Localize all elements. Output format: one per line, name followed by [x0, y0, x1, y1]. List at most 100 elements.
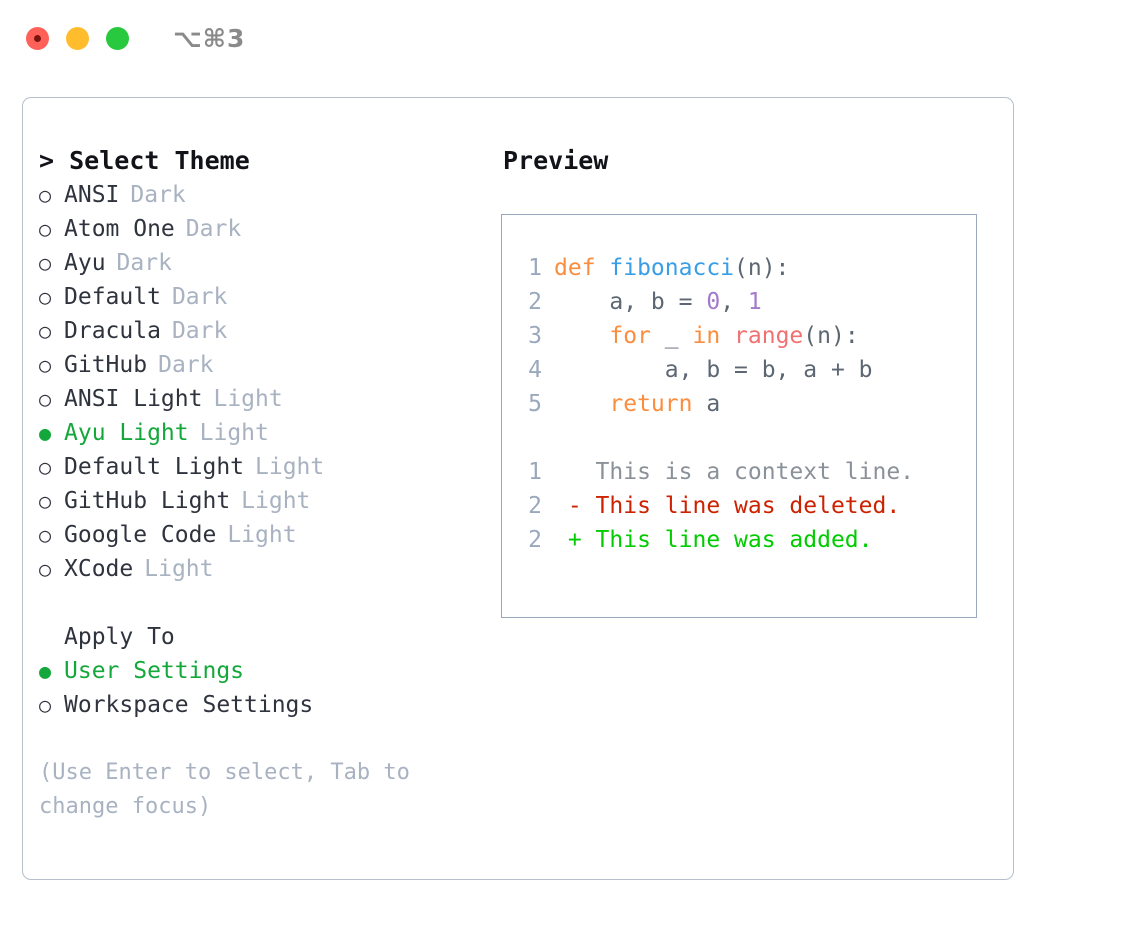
code-token-plain: (n):	[803, 323, 859, 349]
code-line: 2 a, b = 0, 1	[516, 285, 976, 319]
code-line: 4 a, b = b, a + b	[516, 353, 976, 387]
theme-option-default[interactable]: ○ Default Dark	[39, 280, 501, 314]
apply-to-option-user-settings[interactable]: ● User Settings	[39, 654, 501, 688]
theme-option-kind: Light	[227, 522, 297, 548]
theme-option-kind: Dark	[171, 318, 228, 344]
theme-option-kind: Dark	[116, 250, 172, 276]
radio-unselected-icon: ○	[39, 557, 52, 581]
radio-unselected-icon: ○	[39, 183, 52, 207]
code-line-text: a, b = 0, 1	[554, 285, 761, 319]
window-controls	[26, 26, 129, 50]
minimize-window-button[interactable]	[66, 26, 89, 50]
theme-option-label: GitHub Light	[64, 488, 231, 514]
diff-line: 2 + This line was added.	[516, 523, 976, 557]
code-token-kw: for	[609, 323, 651, 349]
maximize-window-button[interactable]	[106, 26, 129, 50]
diff-line-text-ctx: This is a context line.	[554, 459, 915, 485]
diff-line-number: 2	[528, 493, 542, 519]
theme-option-label: GitHub	[64, 352, 148, 378]
theme-option-kind: Light	[241, 488, 311, 514]
theme-option-atom-one[interactable]: ○ Atom One Dark	[39, 212, 501, 246]
theme-option-kind: Dark	[185, 216, 242, 242]
code-token-kw: in	[692, 323, 721, 349]
apply-to-option-label: User Settings	[64, 658, 245, 684]
code-token-fn: fibonacci	[609, 255, 735, 281]
theme-option-xcode[interactable]: ○ XCode Light	[39, 552, 501, 586]
code-token-num: 0	[706, 289, 721, 315]
radio-unselected-icon: ○	[39, 285, 52, 309]
theme-option-label: Atom One	[64, 216, 175, 242]
apply-to-header: Apply To	[64, 624, 175, 650]
code-line-number: 4	[528, 357, 542, 383]
code-token-plain	[554, 323, 609, 349]
theme-option-kind: Light	[255, 454, 325, 480]
theme-option-kind: Light	[144, 556, 214, 582]
keyboard-hint-text: (Use Enter to select, Tab to change focu…	[39, 760, 410, 819]
prompt-caret-icon: >	[39, 146, 55, 175]
code-line-number: 5	[528, 391, 542, 417]
code-token-kw: def	[554, 255, 610, 281]
diff-line: 1 This is a context line.	[516, 455, 976, 489]
code-token-plain	[554, 391, 609, 417]
theme-option-label: XCode	[64, 556, 134, 582]
code-line-number: 3	[528, 323, 542, 349]
code-line-number: 2	[528, 289, 542, 315]
code-token-plain: _	[650, 323, 693, 349]
diff-line-number: 2	[528, 527, 542, 553]
radio-unselected-icon: ○	[39, 353, 52, 377]
code-token-kw: return	[609, 391, 693, 417]
code-line: 5 return a	[516, 387, 976, 421]
radio-unselected-icon: ○	[39, 319, 52, 343]
select-theme-label: Select Theme	[69, 146, 250, 175]
code-line-text: def fibonacci(n):	[554, 251, 789, 285]
diff-line-text-del: - This line was deleted.	[554, 493, 901, 519]
code-token-plain: ,	[720, 289, 748, 315]
radio-unselected-icon: ○	[39, 455, 52, 479]
preview-title: Preview	[503, 146, 609, 175]
radio-unselected-icon: ○	[39, 217, 52, 241]
radio-unselected-icon: ○	[39, 489, 52, 513]
theme-option-label: Ayu	[64, 250, 106, 276]
theme-option-github[interactable]: ○ GitHub Dark	[39, 348, 501, 382]
keyboard-shortcut-label: ⌥⌘3	[173, 23, 246, 53]
close-window-button[interactable]	[26, 26, 49, 50]
apply-to-option-workspace-settings[interactable]: ○Workspace Settings	[39, 688, 501, 722]
code-line: 3 for _ in range(n):	[516, 319, 976, 353]
code-token-plain: a, b = b, a + b	[554, 357, 873, 383]
code-line-text: for _ in range(n):	[554, 319, 859, 353]
theme-option-kind: Dark	[158, 352, 214, 378]
code-token-bi: range	[734, 323, 804, 349]
theme-option-label: ANSI Light	[64, 386, 203, 412]
theme-option-kind: Light	[213, 386, 283, 412]
radio-selected-icon: ●	[39, 659, 52, 683]
diff-sample: 1 This is a context line.2 - This line w…	[516, 455, 976, 557]
diff-line: 2 - This line was deleted.	[516, 489, 976, 523]
code-token-plain: a, b =	[554, 289, 707, 315]
apply-to-list[interactable]: ● User Settings ○Workspace Settings	[39, 654, 501, 722]
theme-option-kind: Light	[199, 420, 269, 446]
code-line-text: a, b = b, a + b	[554, 353, 873, 387]
diff-line-number: 1	[528, 459, 542, 485]
theme-option-kind: Dark	[171, 284, 228, 310]
theme-option-label: Default	[64, 284, 161, 310]
radio-unselected-icon: ○	[39, 523, 52, 547]
theme-option-github-light[interactable]: ○ GitHub Light Light	[39, 484, 501, 518]
diff-line-text-add: + This line was added.	[554, 527, 873, 553]
title-bar: ⌥⌘3	[0, 0, 1140, 76]
select-theme-header: > Select Theme	[39, 144, 501, 178]
radio-selected-icon: ●	[39, 421, 52, 445]
theme-option-label: ANSI	[64, 182, 120, 208]
